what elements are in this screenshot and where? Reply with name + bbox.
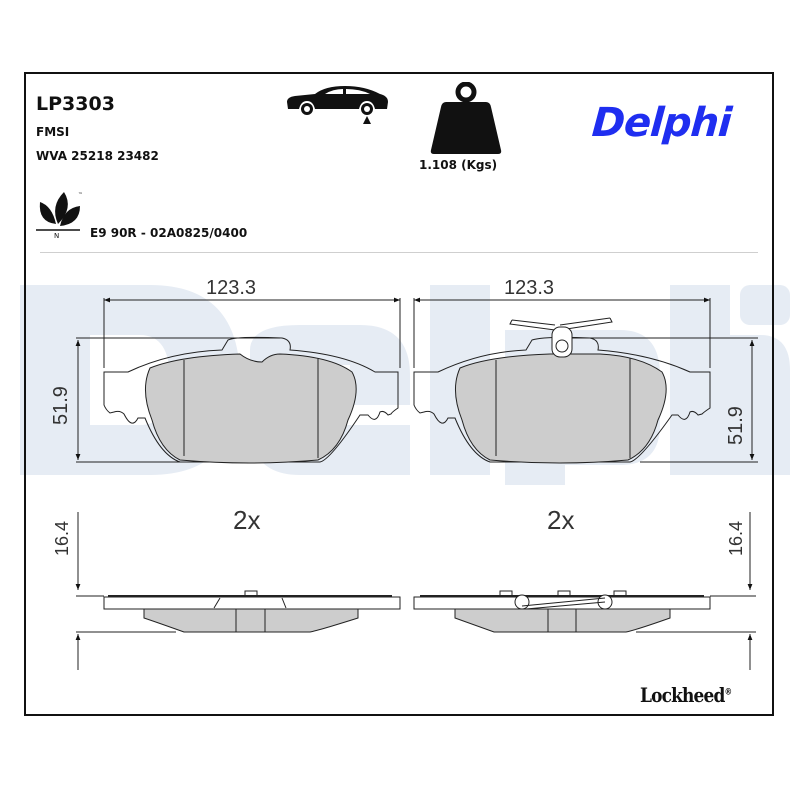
- right-quantity: 2x: [547, 505, 575, 535]
- left-width-dimension: 123.3: [206, 277, 257, 299]
- wva-number: WVA 25218 23482: [36, 149, 159, 163]
- left-thickness-dimension: 16.4: [52, 520, 72, 556]
- right-width-dimension: 123.3: [504, 277, 555, 299]
- part-number: LP3303: [36, 93, 115, 115]
- left-height-dimension: 51.9: [50, 386, 72, 425]
- ece-approval-number: E9 90R - 02A0825/0400: [90, 226, 248, 240]
- lockheed-logo: Lockheed®: [640, 683, 732, 707]
- left-quantity: 2x: [233, 505, 261, 535]
- right-thickness-dimension: 16.4: [726, 520, 746, 556]
- separator-line: [40, 252, 758, 253]
- car-rear-axle-icon: [287, 86, 388, 124]
- weight-icon: [430, 82, 502, 154]
- weight-value: 1.108 (Kgs): [419, 158, 498, 172]
- drawing-frame: [24, 72, 774, 716]
- right-height-dimension: 51.9: [725, 406, 747, 445]
- svg-text:™: ™: [78, 192, 83, 198]
- fmsi-label: FMSI: [36, 125, 70, 139]
- svg-text:N: N: [54, 232, 59, 240]
- eco-leaf-icon: ™ N: [36, 192, 83, 240]
